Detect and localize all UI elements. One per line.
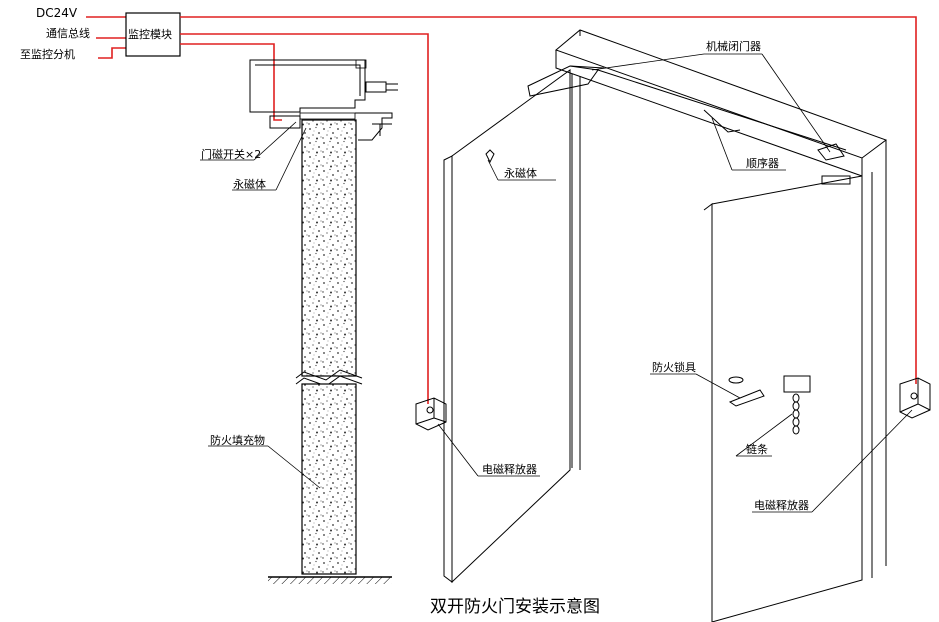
magnet-left-door-label: 永磁体 bbox=[504, 166, 537, 180]
em-release-right-label: 电磁释放器 bbox=[754, 498, 809, 512]
em-release-right-device bbox=[899, 377, 931, 419]
host-label: 至监控分机 bbox=[20, 47, 75, 61]
door-frame-perspective bbox=[555, 29, 888, 580]
chain-label: 链条 bbox=[746, 442, 768, 456]
fire-filled-wall bbox=[268, 119, 392, 584]
fire-filler-label: 防火填充物 bbox=[210, 433, 265, 447]
door-switch bbox=[269, 115, 301, 129]
em-release-left-device bbox=[415, 397, 447, 431]
door-switch-label: 门磁开关×2 bbox=[201, 147, 261, 161]
em-release-left-label: 电磁释放器 bbox=[482, 462, 537, 476]
sequencer-label: 顺序器 bbox=[746, 156, 779, 170]
fire-lock-label: 防火锁具 bbox=[652, 360, 696, 374]
bus-label: 通信总线 bbox=[46, 26, 90, 40]
left-annotations: 门磁开关×2 永磁体 防火填充物 bbox=[200, 121, 321, 489]
input-wires bbox=[86, 16, 126, 59]
right-door-leaf bbox=[703, 175, 863, 622]
diagram-title: 双开防火门安装示意图 bbox=[430, 597, 600, 617]
module-label: 监控模块 bbox=[128, 27, 172, 41]
dc24v-label: DC24V bbox=[36, 6, 78, 20]
closer-hardware bbox=[527, 65, 847, 161]
lock-and-chain bbox=[728, 375, 811, 435]
mechanical-closer-label: 机械闭门器 bbox=[706, 39, 761, 53]
right-annotations: 机械闭门器 顺序器 永磁体 电磁释放器 防火锁具 链条 电磁释放器 bbox=[437, 39, 913, 513]
chain-icon bbox=[792, 393, 800, 435]
permanent-magnet-label: 永磁体 bbox=[233, 177, 266, 191]
left-door-leaf bbox=[443, 69, 571, 584]
monitor-module-box: 监控模块 bbox=[125, 12, 181, 57]
frame-head-section bbox=[249, 59, 398, 141]
output-wires bbox=[180, 16, 917, 404]
